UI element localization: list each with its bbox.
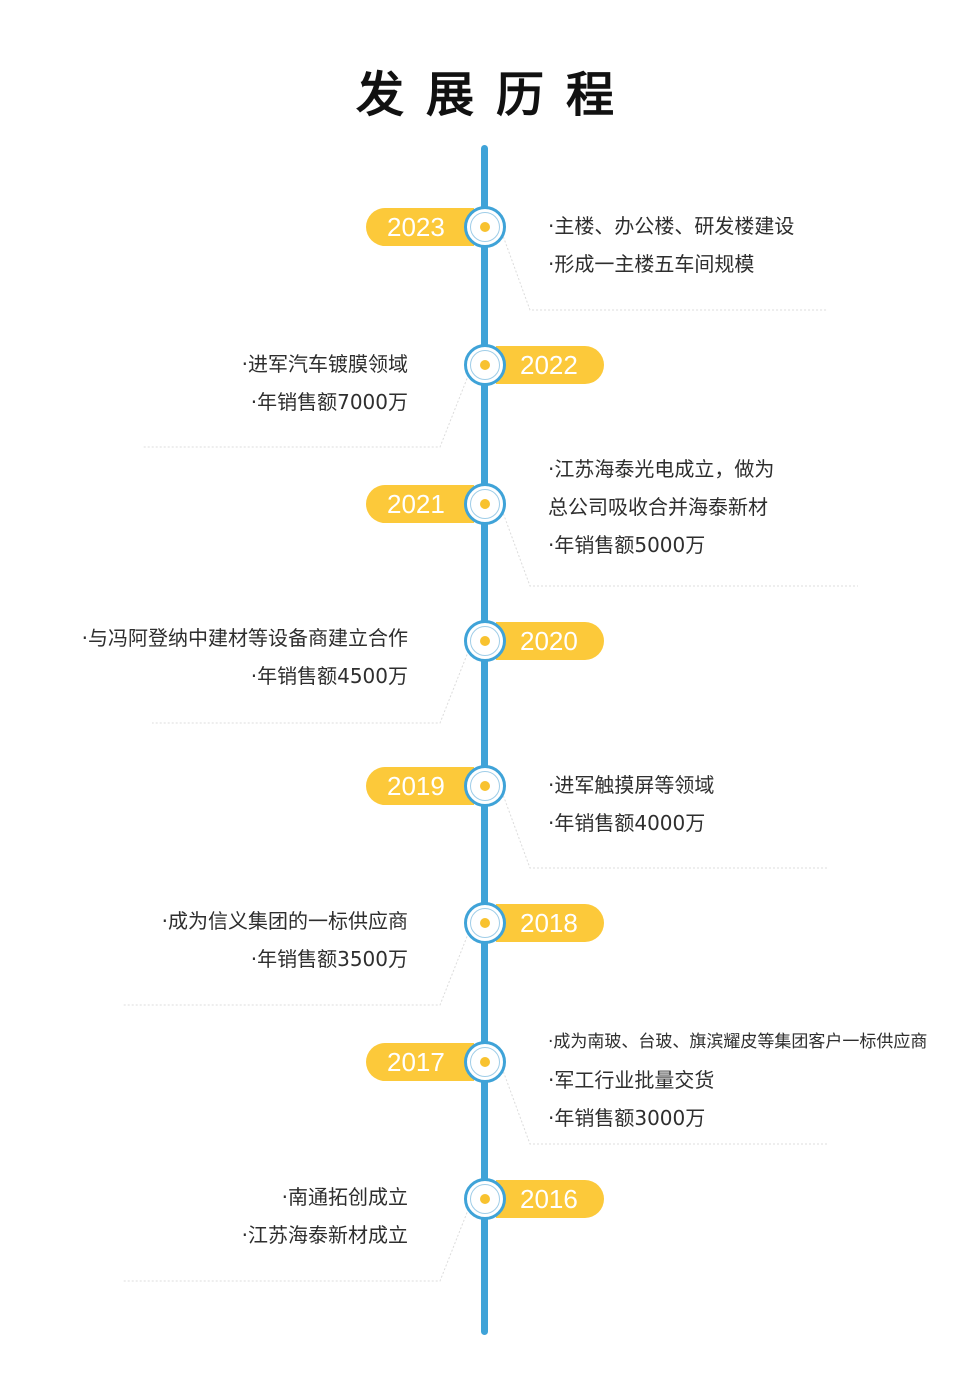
milestone-line: ·进军触摸屏等领域 xyxy=(548,773,715,797)
milestone-line: ·主楼、办公楼、研发楼建设 xyxy=(548,214,795,238)
milestone-text: ·江苏海泰光电成立，做为 总公司吸收合并海泰新材 ·年销售额5000万 xyxy=(548,450,774,564)
milestone-2019: 2019 ·进军触摸屏等领域 ·年销售额4000万 xyxy=(0,765,970,869)
year-badge: 2019 xyxy=(366,767,474,805)
milestone-line: ·年销售额4500万 xyxy=(250,664,408,688)
milestone-2020: 2020 ·与冯阿登纳中建材等设备商建立合作 ·年销售额4500万 xyxy=(0,620,970,724)
year-badge: 2018 xyxy=(496,904,604,942)
milestone-line: ·与冯阿登纳中建材等设备商建立合作 xyxy=(81,626,408,650)
year-badge: 2022 xyxy=(496,346,604,384)
year-badge: 2023 xyxy=(366,208,474,246)
milestone-line: ·年销售额3000万 xyxy=(548,1106,706,1130)
milestone-line: ·江苏海泰新材成立 xyxy=(241,1223,408,1247)
timeline-axis xyxy=(481,145,488,1335)
connector-line xyxy=(501,509,858,587)
connector-line xyxy=(122,928,471,1006)
milestone-2023: 2023 ·主楼、办公楼、研发楼建设 ·形成一主楼五车间规模 xyxy=(0,206,970,311)
milestone-text: ·成为信义集团的一标供应商 ·年销售额3500万 xyxy=(162,902,408,978)
year-badge: 2021 xyxy=(366,485,474,523)
connector-line xyxy=(501,232,828,311)
timeline-node-icon xyxy=(464,620,506,662)
connector-line xyxy=(152,646,471,724)
milestone-text: ·南通拓创成立 ·江苏海泰新材成立 xyxy=(242,1178,408,1254)
milestone-text: ·进军汽车镀膜领域 ·年销售额7000万 xyxy=(242,345,408,421)
milestone-line: 总公司吸收合并海泰新材 xyxy=(548,495,768,519)
milestone-line: ·年销售额5000万 xyxy=(548,533,706,557)
milestone-2018: 2018 ·成为信义集团的一标供应商 ·年销售额3500万 xyxy=(0,902,970,1006)
milestone-line: ·成为信义集团的一标供应商 xyxy=(161,909,408,933)
timeline-node-icon xyxy=(464,206,506,248)
timeline-node-icon xyxy=(464,1178,506,1220)
node-dot-icon xyxy=(480,499,490,509)
node-dot-icon xyxy=(480,1194,490,1204)
timeline-node-icon xyxy=(464,1041,506,1083)
milestone-2022: 2022 ·进军汽车镀膜领域 ·年销售额7000万 xyxy=(0,344,970,448)
milestone-2017: 2017 ·成为南玻、台玻、旗滨耀皮等集团客户一标供应商 ·军工行业批量交货 ·… xyxy=(0,1032,970,1145)
timeline-node-icon xyxy=(464,483,506,525)
node-dot-icon xyxy=(480,918,490,928)
connector-line xyxy=(142,370,471,448)
connector-line xyxy=(122,1204,471,1282)
milestone-text: ·与冯阿登纳中建材等设备商建立合作 ·年销售额4500万 xyxy=(82,619,408,695)
timeline-node-icon xyxy=(464,344,506,386)
node-dot-icon xyxy=(480,360,490,370)
milestone-line: ·江苏海泰光电成立，做为 xyxy=(548,457,775,481)
milestone-line: ·年销售额4000万 xyxy=(548,811,706,835)
node-dot-icon xyxy=(480,636,490,646)
milestone-text: ·进军触摸屏等领域 ·年销售额4000万 xyxy=(548,766,714,842)
milestone-line: ·进军汽车镀膜领域 xyxy=(241,352,408,376)
year-badge: 2020 xyxy=(496,622,604,660)
page-title: 发展历程 xyxy=(355,67,636,123)
node-dot-icon xyxy=(480,781,490,791)
milestone-2021: 2021 ·江苏海泰光电成立，做为 总公司吸收合并海泰新材 ·年销售额5000万 xyxy=(0,457,970,587)
year-badge: 2017 xyxy=(366,1043,474,1081)
milestone-line: ·军工行业批量交货 xyxy=(548,1068,715,1092)
milestone-line: ·年销售额3500万 xyxy=(250,947,408,971)
connector-line xyxy=(501,791,828,869)
milestone-line: ·成为南玻、台玻、旗滨耀皮等集团客户一标供应商 xyxy=(548,1032,928,1052)
timeline-node-icon xyxy=(464,765,506,807)
milestone-line: ·形成一主楼五车间规模 xyxy=(548,252,755,276)
milestone-2016: 2016 ·南通拓创成立 ·江苏海泰新材成立 xyxy=(0,1178,970,1282)
timeline-node-icon xyxy=(464,902,506,944)
milestone-text: ·成为南玻、台玻、旗滨耀皮等集团客户一标供应商 ·军工行业批量交货 ·年销售额3… xyxy=(548,1023,927,1137)
node-dot-icon xyxy=(480,1057,490,1067)
milestone-line: ·南通拓创成立 xyxy=(281,1185,408,1209)
milestone-text: ·主楼、办公楼、研发楼建设 ·形成一主楼五车间规模 xyxy=(548,207,794,283)
connector-line xyxy=(501,1067,828,1145)
milestone-line: ·年销售额7000万 xyxy=(250,390,408,414)
node-dot-icon xyxy=(480,222,490,232)
year-badge: 2016 xyxy=(496,1180,604,1218)
